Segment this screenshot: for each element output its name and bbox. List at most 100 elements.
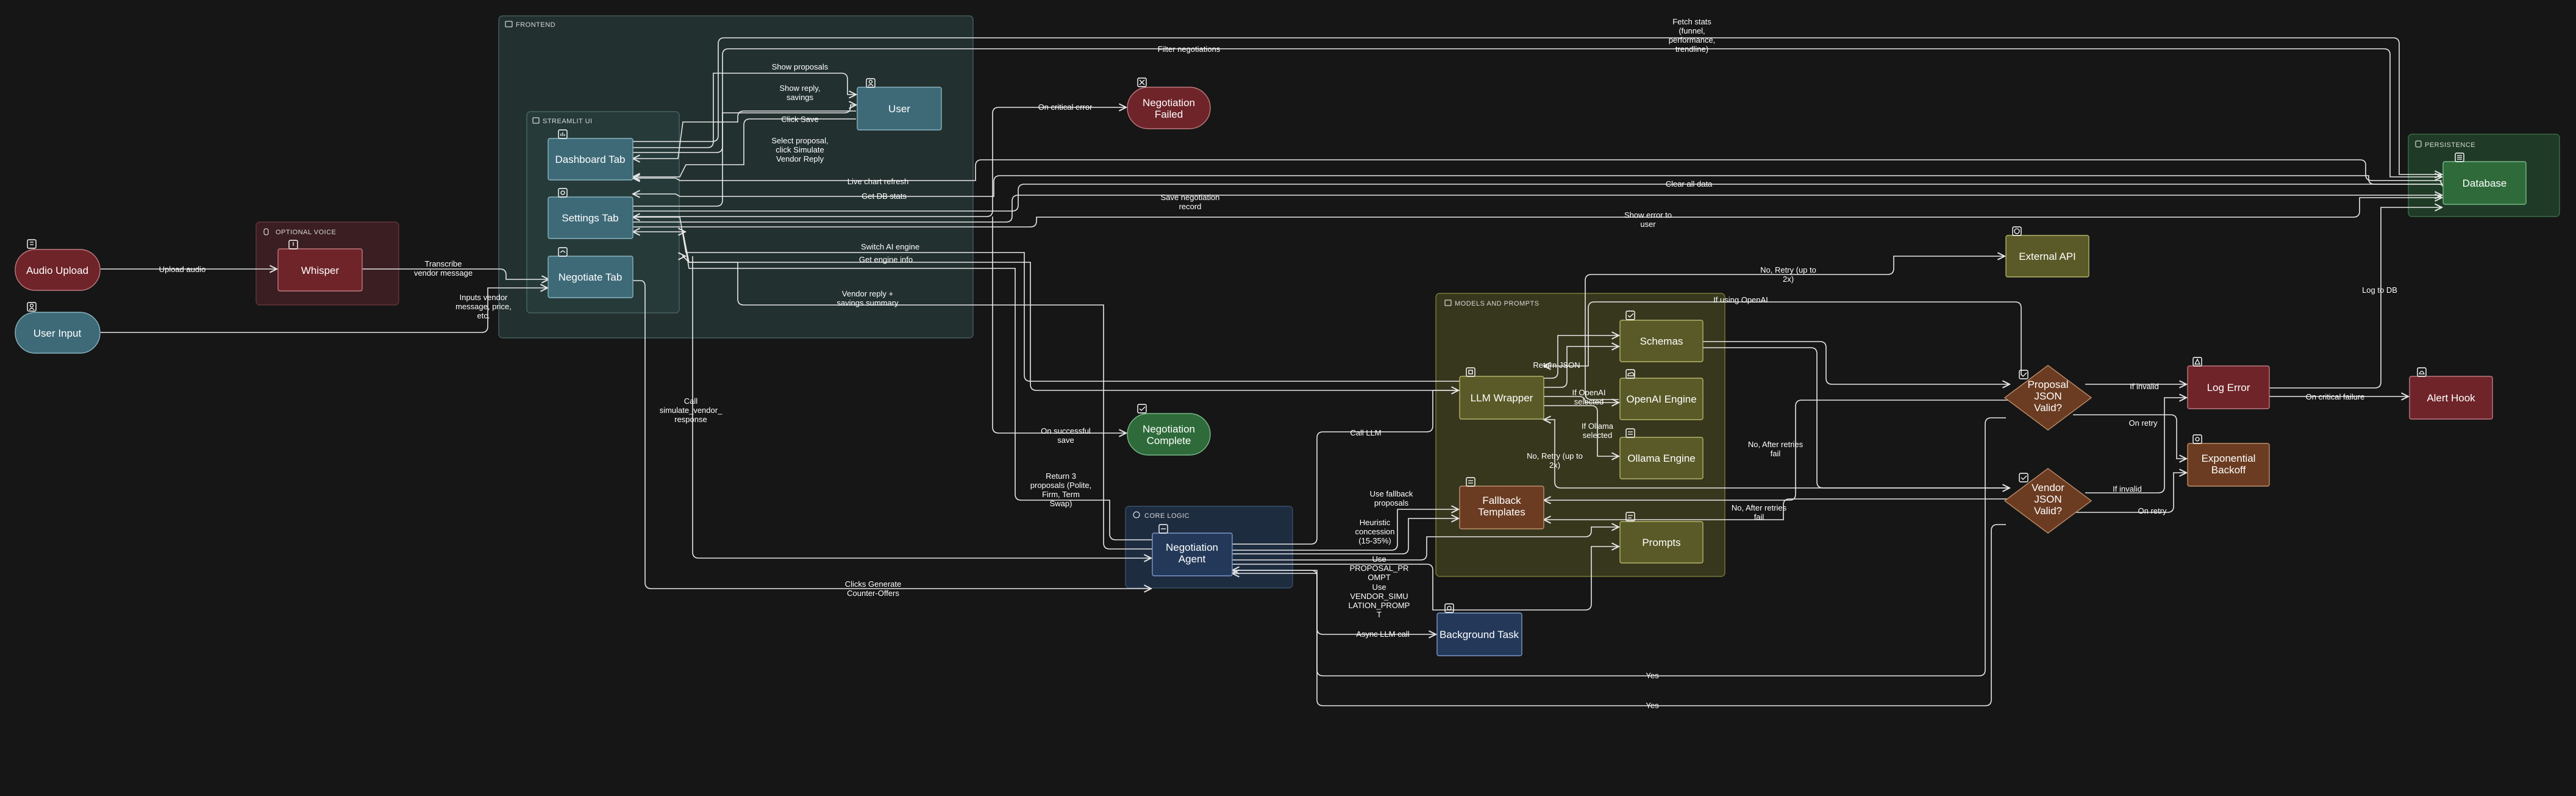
label-if-invalid-a: If invalid (2130, 382, 2159, 391)
edge-heuristic (1232, 518, 1458, 554)
edge-clicks-generate (633, 280, 1151, 589)
edge-clear-all (633, 184, 2444, 212)
edge-click-save (633, 110, 856, 159)
label-vendor-reply: Vendor reply +savings summary (837, 289, 899, 307)
edge-show-reply (633, 105, 856, 207)
node-openai-engine[interactable]: OpenAI Engine (1619, 369, 1704, 420)
server-icon (1625, 428, 1635, 438)
node-ollama-engine[interactable]: Ollama Engine (1619, 428, 1704, 479)
edge-show-error (633, 198, 2442, 228)
node-prompts[interactable]: Prompts (1619, 512, 1704, 564)
node-dashboard-tab[interactable]: Dashboard Tab (548, 129, 633, 181)
label-yes-b: Yes (1646, 701, 1659, 710)
node-settings-tab[interactable]: Settings Tab (548, 188, 633, 239)
edge-on-critical-error (633, 107, 1126, 217)
check-icon (1625, 310, 1635, 320)
openai-engine-label: OpenAI Engine (1626, 393, 1696, 405)
label-show-proposals: Show proposals (772, 62, 829, 71)
document-icon (1625, 512, 1635, 522)
gear-icon (558, 188, 568, 198)
label-on-critical-error: On critical error (1038, 102, 1093, 112)
edge-on-retry-b (2073, 473, 2186, 513)
check-icon (2019, 370, 2028, 379)
label-filter-negotiations: Filter negotiations (1158, 45, 1221, 54)
edge-save-negotiation (633, 195, 2442, 223)
group-streamlit-ui-label: STREAMLIT UI (543, 118, 593, 125)
user-input-label: User Input (34, 328, 82, 339)
node-background-task[interactable]: Background Task (1436, 603, 1522, 656)
edge-call-simulate (692, 256, 1151, 558)
edge-no-retry-a (1544, 301, 2022, 375)
edge-inputs-vendor (101, 288, 548, 333)
edge-use-fallback (1232, 509, 1458, 551)
microphone-icon (27, 239, 37, 249)
edge-on-successful-save (992, 217, 1126, 433)
node-user[interactable]: User (857, 78, 942, 131)
robot-icon (1158, 524, 1168, 534)
group-models-and-prompts-label: MODELS AND PROMPTS (1455, 300, 1540, 307)
globe-icon (2012, 226, 2022, 236)
node-llm-wrapper[interactable]: LLM Wrapper (1459, 367, 1544, 420)
label-on-retry-b: On retry (2138, 506, 2167, 515)
node-negotiate-tab[interactable]: Negotiate Tab (548, 247, 633, 298)
edge-if-invalid-b (2085, 398, 2186, 493)
node-schemas[interactable]: Schemas (1619, 310, 1704, 362)
user-icon (866, 78, 876, 88)
chart-icon (558, 129, 568, 139)
database-icon (2455, 152, 2464, 162)
alert-hook-label: Alert Hook (2427, 392, 2475, 404)
edge-log-to-db (2269, 207, 2442, 389)
node-audio-upload[interactable]: Audio Upload (15, 239, 101, 291)
node-log-error[interactable]: Log Error (2187, 357, 2270, 409)
label-show-reply: Show reply,savings (780, 84, 821, 102)
edge-switch-ai (633, 217, 1463, 382)
document-icon (1466, 477, 1475, 487)
edge-get-engine-info (633, 232, 1463, 391)
node-external-api[interactable]: External API (2005, 226, 2089, 278)
edge-no-retry-b (1544, 420, 2010, 489)
edge-on-retry-a (2073, 414, 2186, 459)
node-database[interactable]: Database (2442, 152, 2527, 205)
label-clear-all: Clear all data (1666, 179, 1713, 188)
node-user-input[interactable]: User Input (15, 302, 101, 354)
label-if-invalid-b: If invalid (2113, 484, 2142, 493)
edge-return-json (1544, 346, 1619, 388)
database-icon (2415, 140, 2422, 148)
label-click-save: Click Save (781, 115, 818, 124)
edge-vendor-reply (683, 256, 1152, 550)
schemas-label: Schemas (1640, 335, 1683, 347)
negotiate-tab-label: Negotiate Tab (558, 271, 623, 283)
node-alert-hook[interactable]: Alert Hook (2409, 367, 2493, 420)
label-fetch-stats: Fetch stats(funnel,performance,trendline… (1669, 17, 1716, 54)
whisper-label: Whisper (301, 265, 340, 276)
microphone-icon (263, 228, 269, 235)
edge-transcribe (362, 268, 549, 279)
edge-show-proposals (633, 73, 856, 148)
cube-icon (1444, 299, 1452, 306)
edge-live-chart (633, 159, 2442, 181)
node-whisper[interactable]: Whisper (277, 240, 363, 292)
